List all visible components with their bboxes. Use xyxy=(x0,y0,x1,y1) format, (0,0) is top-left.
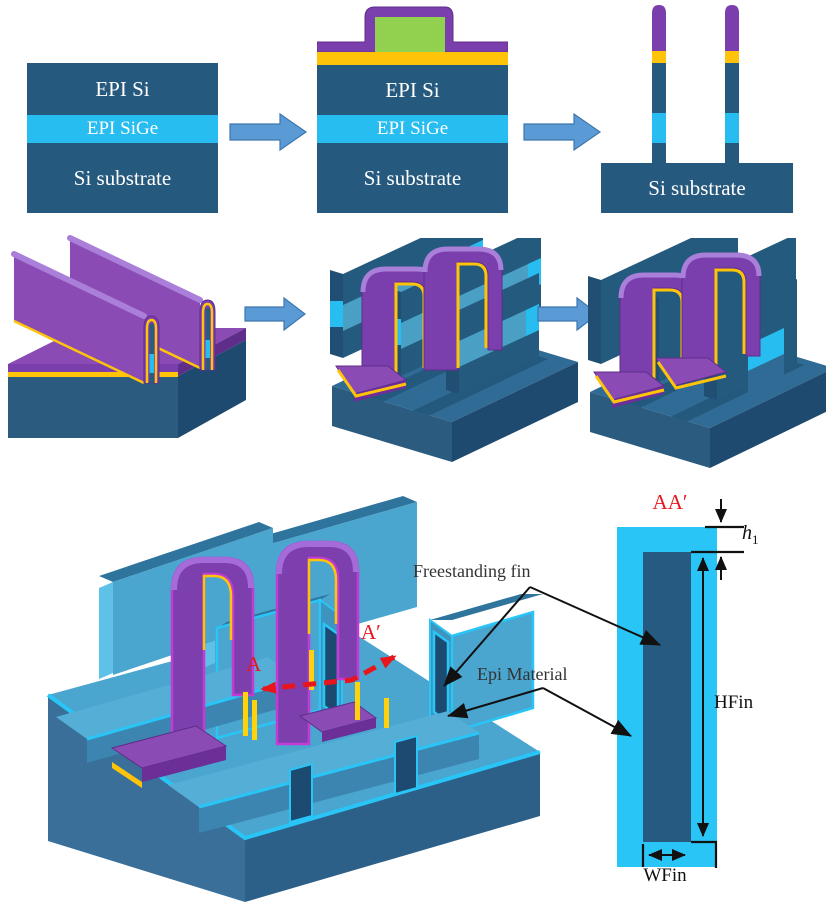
spacer-hook-2 xyxy=(655,252,762,390)
layer-epi-si: EPI Si xyxy=(27,63,218,115)
section-title-label: AA′ xyxy=(652,490,688,514)
process-arrow-icon xyxy=(523,112,602,152)
layer-epi-sige: EPI SiGe xyxy=(317,115,508,143)
mesa-slot xyxy=(289,762,313,824)
process-arrow-icon xyxy=(244,296,306,332)
etched-fins-panel: Si substrate xyxy=(601,3,793,213)
fin-left xyxy=(652,5,666,163)
spacer-coated-fins-3d xyxy=(8,235,246,438)
stack-layers: EPI Si EPI SiGe Si substrate xyxy=(317,65,508,213)
twin-fins-graphic xyxy=(652,5,739,163)
spacer-wall-left xyxy=(11,251,160,385)
wfin-dimension-label: WFin xyxy=(643,865,687,886)
section-a-label: A xyxy=(246,652,262,676)
section-a-prime-label: A′ xyxy=(361,620,381,644)
mesa-slot xyxy=(394,734,418,796)
layer-si-substrate: Si substrate xyxy=(317,143,508,213)
spacer-hook-1 xyxy=(170,556,255,762)
process-arrow-icon xyxy=(537,296,599,332)
layer-stack-initial: EPI Si EPI SiGe Si substrate xyxy=(27,63,218,213)
slotted-mesa-strip xyxy=(168,711,480,833)
hfin-dimension-label: HFin xyxy=(714,692,754,713)
h1-base: h xyxy=(742,522,752,544)
layer-epi-sige: EPI SiGe xyxy=(27,115,218,143)
etched-cross-fins-3d xyxy=(330,238,578,462)
freestanding-fin-label: Freestanding fin xyxy=(413,561,531,581)
fin-right xyxy=(725,5,739,163)
layer-epi-si: EPI Si xyxy=(317,65,508,115)
mandrel-green-block xyxy=(375,17,445,52)
spacer-foot-slab xyxy=(110,725,228,788)
layer-stack-patterned: EPI Si EPI SiGe Si substrate xyxy=(317,3,508,213)
process-arrow-icon xyxy=(229,112,308,152)
fin-cavity-window xyxy=(432,629,450,725)
h1-dimension-label: h1 xyxy=(742,522,759,548)
layer-si-substrate: Si substrate xyxy=(27,143,218,213)
cross-section-fin-region xyxy=(643,552,691,842)
spacer-hook-1 xyxy=(335,266,442,402)
oxide-liner-layer xyxy=(317,52,508,65)
epi-overgrown-structure-3d xyxy=(46,496,543,902)
epi-material-label: Epi Material xyxy=(477,664,568,684)
fin-cavity-window xyxy=(322,621,340,719)
layer-si-substrate: Si substrate xyxy=(601,163,793,213)
released-fins-3d xyxy=(588,238,826,468)
hardmask-mandrel-graphic xyxy=(317,6,508,65)
h1-subscript: 1 xyxy=(752,532,759,547)
spacer-hook-2 xyxy=(422,246,504,371)
